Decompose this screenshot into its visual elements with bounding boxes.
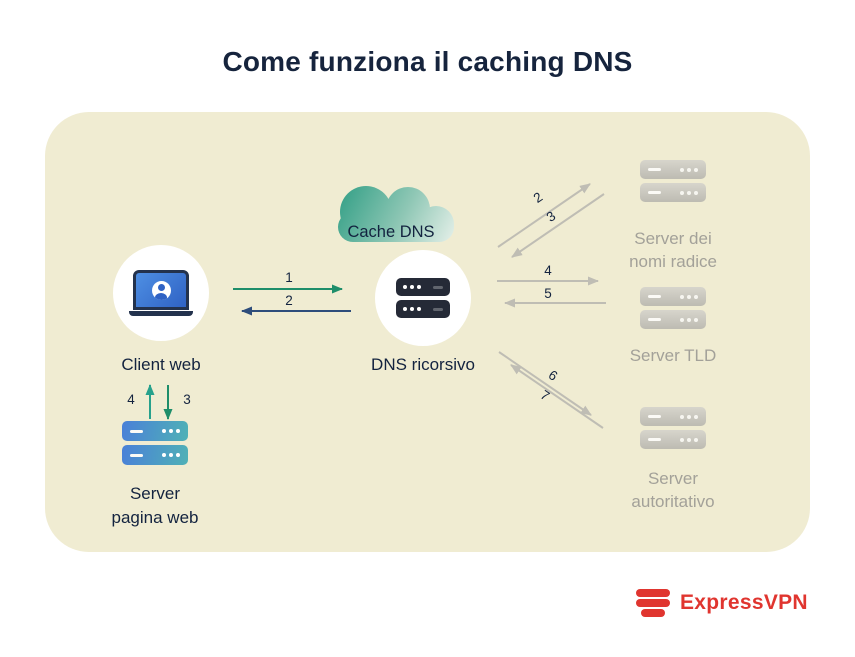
server-slot bbox=[130, 429, 143, 433]
step-label-client-to-web: 3 bbox=[183, 392, 191, 407]
tld-server-label: Server TLD bbox=[629, 346, 717, 365]
server-slot bbox=[648, 295, 661, 298]
authoritative-server-label-line1: Server bbox=[647, 469, 699, 488]
expressvpn-wordmark: ExpressVPN bbox=[680, 591, 808, 614]
root-server-label: Server dei nomi radice bbox=[598, 227, 748, 273]
server-unit bbox=[640, 160, 706, 179]
web-page-server-label-line1: Server bbox=[129, 484, 181, 503]
server-unit bbox=[122, 445, 188, 465]
server-lights bbox=[680, 294, 698, 299]
expressvpn-logo-icon bbox=[636, 589, 670, 617]
step-label-client-to-dns: 1 bbox=[285, 270, 293, 285]
dns-node-circle bbox=[375, 250, 471, 346]
root-server-icon bbox=[640, 160, 706, 202]
server-lights bbox=[162, 453, 180, 457]
server-slot bbox=[648, 168, 661, 171]
server-lights bbox=[403, 285, 421, 289]
step-label-dns-to-tld: 4 bbox=[544, 263, 552, 278]
page-title: Come funziona il caching DNS bbox=[222, 46, 633, 77]
laptop-icon bbox=[129, 270, 193, 316]
authoritative-server-icon bbox=[640, 407, 706, 449]
server-slot bbox=[130, 453, 143, 457]
server-unit bbox=[640, 310, 706, 329]
dns-ricorsivo-label: DNS ricorsivo bbox=[371, 355, 475, 374]
server-unit bbox=[640, 287, 706, 306]
server-unit bbox=[640, 183, 706, 202]
server-unit bbox=[396, 278, 450, 296]
expressvpn-logo: ExpressVPN bbox=[636, 589, 808, 617]
step-label-web-to-client: 4 bbox=[127, 392, 135, 407]
server-lights bbox=[680, 317, 698, 322]
server-slot bbox=[648, 191, 661, 194]
server-slot bbox=[648, 438, 661, 441]
step-label-tld-to-dns: 5 bbox=[544, 286, 552, 301]
server-slot bbox=[648, 318, 661, 321]
root-server-label-line1: Server dei bbox=[634, 229, 712, 248]
server-lights bbox=[162, 429, 180, 433]
web-page-server-icon bbox=[122, 421, 188, 465]
server-lights bbox=[680, 190, 698, 195]
server-lights bbox=[680, 414, 698, 419]
recursive-dns-server-icon bbox=[396, 278, 450, 318]
web-page-server-label: Server pagina web bbox=[90, 482, 220, 530]
step-label-dns-to-client: 2 bbox=[285, 293, 293, 308]
authoritative-server-label-line2: autoritativo bbox=[631, 492, 715, 511]
server-unit bbox=[640, 407, 706, 426]
client-web-label: Client web bbox=[121, 355, 201, 374]
root-server-label-line2: nomi radice bbox=[629, 252, 717, 271]
server-unit bbox=[640, 430, 706, 449]
user-avatar-icon bbox=[151, 280, 171, 300]
server-lights bbox=[680, 167, 698, 172]
client-node-circle bbox=[113, 245, 209, 341]
web-page-server-label-line2: pagina web bbox=[111, 508, 199, 527]
laptop-screen bbox=[133, 270, 189, 310]
tld-server-icon bbox=[640, 287, 706, 329]
server-lights bbox=[680, 437, 698, 442]
server-lights bbox=[403, 307, 421, 311]
server-slot bbox=[433, 307, 443, 311]
cache-dns-label: Cache DNS bbox=[347, 223, 435, 241]
server-unit bbox=[122, 421, 188, 441]
laptop-base bbox=[129, 311, 193, 316]
server-slot bbox=[648, 415, 661, 418]
server-unit bbox=[396, 300, 450, 318]
server-slot bbox=[433, 285, 443, 289]
cloud-icon bbox=[338, 186, 454, 242]
authoritative-server-label: Server autoritativo bbox=[598, 467, 748, 513]
